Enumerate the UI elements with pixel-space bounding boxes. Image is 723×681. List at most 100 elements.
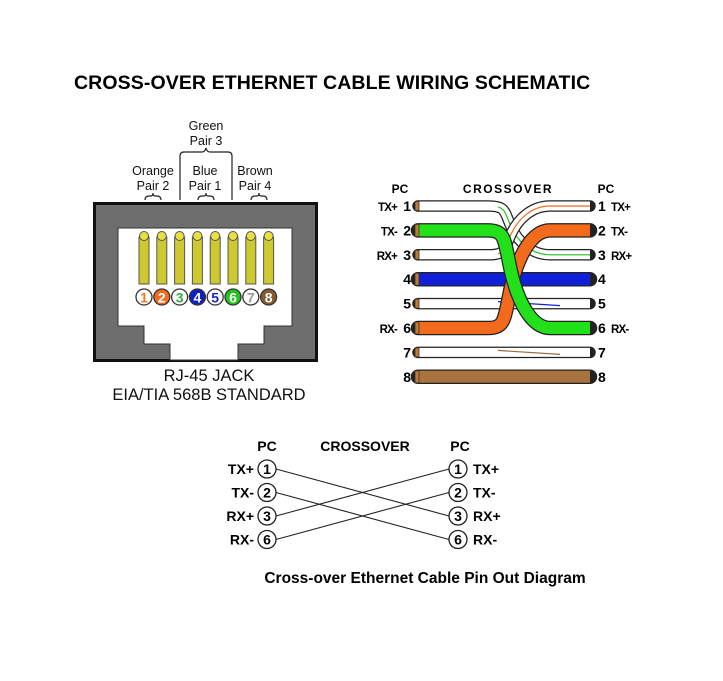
brown-pair-brace [250, 192, 268, 201]
wire-end-left-orange [414, 321, 420, 335]
wiring-left-signal-3: RX+ [377, 251, 398, 263]
jack-pin-circle-8 [259, 288, 278, 306]
jack-pin-circle-5 [206, 288, 224, 306]
wiring-right-signal-1: TX+ [611, 202, 631, 214]
pinout-left-pin-3: 3 [263, 508, 271, 524]
wiring-left-signal-2: TX- [381, 226, 398, 238]
wiring-left-pin-4: 4 [403, 271, 411, 287]
jack-pin-circle-3 [170, 288, 189, 306]
wiring-left-signal-1: TX+ [378, 202, 398, 214]
wire-blue [410, 271, 598, 287]
jack-contact-tip-5 [210, 231, 221, 241]
wire-end-left-white-blue [414, 298, 420, 309]
pinout-right-header: PC [450, 438, 469, 454]
wire-end-left-white-green [414, 201, 420, 211]
wiring-left-pin-3: 3 [403, 247, 411, 263]
jack-pin-circle-6 [224, 288, 242, 306]
wires-layer [410, 200, 598, 385]
pinout-line-3-to-1 [275, 468, 450, 517]
pinout-right-signal-3: RX+ [473, 508, 501, 524]
wire-end-left-green [414, 223, 420, 237]
wiring-left-pin-6: 6 [403, 320, 411, 336]
wiring-right-pin-8: 8 [598, 369, 606, 385]
orange-pair-brace [144, 192, 162, 201]
jack-contacts [138, 231, 275, 285]
pinout-left-signal-1: TX+ [228, 461, 254, 477]
wiring-right-header: PC [598, 182, 615, 196]
wiring-left-pin-2: 2 [403, 222, 411, 238]
wiring-left-pin-8: 8 [403, 369, 411, 385]
jack-pin-circle-2 [153, 288, 171, 306]
wire-end-left-blue [414, 272, 420, 286]
jack-contact-tip-1 [139, 231, 149, 241]
wire-stripe-white-brown [497, 349, 561, 355]
pair-label-brown-color: Brown [237, 164, 273, 178]
wiring-right-signal-2: TX- [611, 226, 628, 238]
jack-pin-number-6: 6 [229, 290, 237, 306]
wire-white-brown [412, 346, 596, 359]
wiring-right-pin-3: 3 [598, 247, 606, 263]
jack-pin-circle-7 [242, 288, 260, 306]
pair-label-blue-color: Blue [192, 164, 218, 178]
pinout-right-pin-1: 1 [454, 461, 462, 477]
jack-contact-tip-7 [245, 231, 256, 241]
wiring-right-pin-5: 5 [598, 296, 606, 312]
pinout-right-pin-6: 6 [454, 532, 462, 548]
jack-contact-tip-3 [174, 231, 185, 241]
pair-label-brown: Brown Pair 4 [230, 164, 280, 194]
pair-label-green-pair: Pair 3 [189, 134, 223, 148]
jack-contact-tip-4 [192, 231, 203, 241]
wiring-center-header: CROSSOVER [463, 182, 553, 196]
wiring-right-pin-7: 7 [598, 344, 606, 360]
pinout-left-pin-6: 6 [263, 532, 271, 548]
pinout-right-pin-2: 2 [454, 485, 462, 501]
pair-label-green-color: Green [188, 119, 224, 133]
jack-pin-number-2: 2 [158, 290, 166, 306]
main-title: CROSS-OVER ETHERNET CABLE WIRING SCHEMAT… [74, 72, 591, 94]
pair-label-blue-pair: Pair 1 [188, 179, 222, 193]
pair-brackets [144, 147, 268, 201]
wire-stripe-white-orange [418, 205, 590, 256]
jack-pin-number-5: 5 [211, 290, 219, 306]
pinout-left-signal-2: TX- [231, 485, 254, 501]
pinout-left-circle-2 [257, 482, 277, 503]
pair-label-brown-pair: Pair 4 [238, 179, 272, 193]
green-pair-bracket [179, 147, 233, 200]
wire-brown [410, 369, 598, 385]
wire-green [410, 223, 598, 336]
jack-caption-standard: EIA/TIA 568B STANDARD [112, 386, 306, 404]
jack-pin-circle-4 [188, 288, 207, 306]
wire-end-left-white-orange [414, 249, 420, 260]
wire-fill-green [418, 224, 590, 334]
wiring-left-pin-5: 5 [403, 296, 411, 312]
jack-pin-number-7: 7 [247, 290, 255, 306]
blue-pair-brace [197, 192, 215, 201]
pinout-left-pin-1: 1 [263, 461, 271, 477]
pinout-left-header: PC [257, 438, 276, 454]
pinout-right-circle-3 [448, 506, 468, 526]
pair-label-blue: Blue Pair 1 [182, 164, 228, 194]
jack-pin-number-8: 8 [265, 290, 273, 306]
pinout-line-6-to-2 [275, 491, 450, 541]
pinout-right-pin-3: 3 [454, 508, 462, 524]
pinout-left-signal-6: RX- [230, 532, 254, 548]
wiring-left-header: PC [392, 182, 409, 196]
pinout-right-signal-2: TX- [473, 485, 496, 501]
pinout-right-circle-6 [448, 529, 468, 550]
pinout-caption: Cross-over Ethernet Cable Pin Out Diagra… [264, 570, 586, 587]
jack-caption-title: RJ-45 JACK [163, 367, 255, 385]
wiring-left-pin-7: 7 [403, 344, 411, 360]
wire-end-left-white-brown [414, 347, 420, 358]
wiring-right-pin-2: 2 [598, 222, 606, 238]
jack-contact-tip-8 [263, 231, 274, 241]
pinout-left-pin-2: 2 [263, 485, 271, 501]
wiring-right-pin-6: 6 [598, 320, 606, 336]
pinout-left-circle-3 [257, 506, 277, 526]
pair-label-orange: Orange Pair 2 [128, 164, 178, 194]
pinout-right-circle-2 [448, 482, 468, 503]
pair-label-orange-color: Orange [132, 164, 174, 178]
pinout-left-circle-1 [257, 459, 277, 479]
